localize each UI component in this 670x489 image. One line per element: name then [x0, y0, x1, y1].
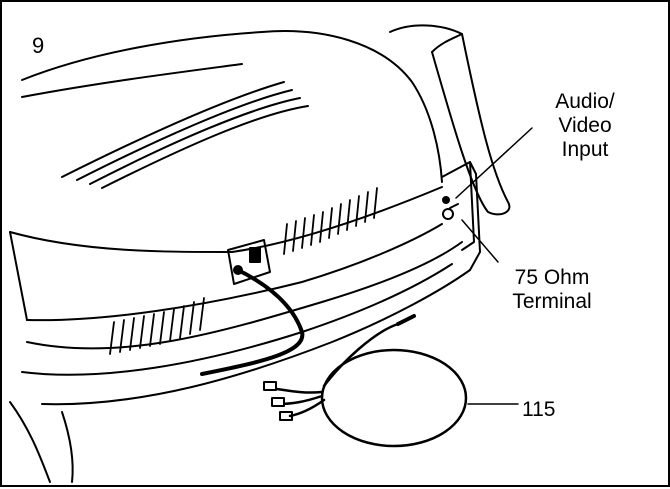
- top-vent-1: [61, 81, 285, 178]
- frame-end-face: [469, 161, 481, 271]
- console-front-lower: [26, 223, 443, 322]
- callout-line: 75 Ohm: [514, 266, 590, 289]
- left-leg: [9, 401, 51, 483]
- callout-line: Audio/: [555, 90, 615, 113]
- base-bar-top: [26, 241, 463, 350]
- callout-line: Video: [558, 114, 612, 137]
- console-side: [9, 231, 28, 321]
- cable-115-loop: [320, 348, 468, 448]
- console-top: [21, 30, 443, 183]
- cable-115-tip: [396, 314, 416, 326]
- connector-panel: [227, 239, 271, 285]
- ohm-terminal-stem: [449, 203, 459, 209]
- av-input-jack: [442, 196, 450, 204]
- audio-video-input-callout: Audio/ Video Input: [522, 90, 648, 162]
- ohm-terminal-callout: 75 Ohm Terminal: [490, 266, 614, 314]
- console-front: [9, 186, 443, 253]
- rca-plug-1: [263, 381, 277, 391]
- callout-line: Input: [561, 138, 609, 161]
- connector-jack: [249, 247, 261, 263]
- base-bar-bottom: [41, 269, 471, 406]
- upright-post-edge: [431, 33, 463, 53]
- top-vent-3: [89, 97, 301, 185]
- frame-end: [441, 161, 475, 251]
- rca-plug-2: [271, 397, 285, 407]
- upright-post: [389, 24, 511, 216]
- ohm-terminal: [442, 208, 454, 220]
- part-number-callout: 115: [522, 398, 556, 421]
- left-leg-2: [61, 411, 74, 483]
- base-bar-front: [21, 263, 453, 376]
- leader-av: [455, 127, 533, 199]
- cable-115-branch-1: [268, 386, 324, 394]
- top-vent-2: [76, 89, 293, 181]
- step-number: 9: [32, 33, 45, 58]
- console-top-inner: [21, 63, 243, 98]
- callout-line: Terminal: [512, 290, 592, 313]
- front-vents-left: [109, 297, 205, 355]
- cable-115-lead: [322, 322, 400, 388]
- cable-115-branch-3: [288, 398, 326, 418]
- audio-cable: [200, 268, 305, 376]
- top-vent-4: [101, 105, 309, 189]
- front-vents-right: [283, 187, 378, 255]
- leader-terminal: [461, 219, 499, 263]
